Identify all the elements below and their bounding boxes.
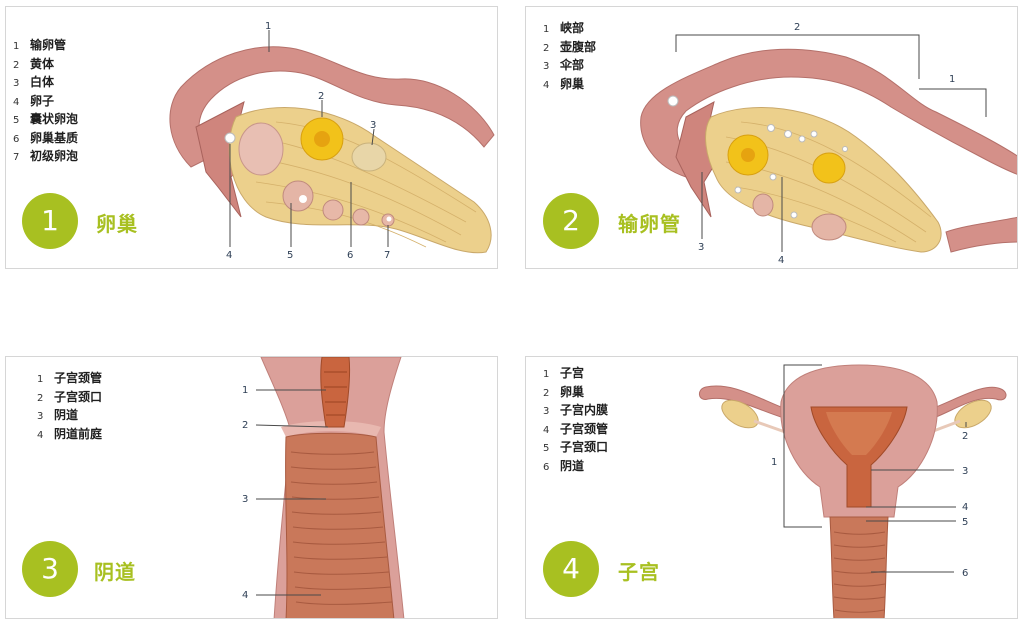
callout-2: 2 xyxy=(242,420,248,431)
callout-2: 2 xyxy=(962,431,968,442)
fallopian-tube-illustration: 2 1 3 4 xyxy=(640,22,1017,266)
uterus-illustration: 1 2 3 4 5 6 xyxy=(699,364,1007,618)
callout-4: 4 xyxy=(962,502,968,513)
callout-5: 5 xyxy=(962,517,968,528)
callout-6: 6 xyxy=(347,250,353,261)
callout-4: 4 xyxy=(778,255,784,266)
callout-2: 2 xyxy=(794,22,800,33)
callout-3: 3 xyxy=(698,242,704,253)
callout-3: 3 xyxy=(962,466,968,477)
callout-4: 4 xyxy=(226,250,232,261)
panel-title: 输卵管 xyxy=(618,212,681,236)
badge-number: 3 xyxy=(22,541,78,597)
callout-1: 1 xyxy=(242,385,248,396)
badge-number: 1 xyxy=(22,193,78,249)
panel-title: 卵巢 xyxy=(96,212,138,236)
callout-7: 7 xyxy=(384,250,390,261)
callout-1: 1 xyxy=(265,21,271,32)
callout-5: 5 xyxy=(287,250,293,261)
callout-6: 6 xyxy=(962,568,968,579)
badge-number: 2 xyxy=(543,193,599,249)
panel-title: 子宫 xyxy=(618,560,660,584)
panel-title: 阴道 xyxy=(94,560,136,584)
badge-number: 4 xyxy=(543,541,599,597)
ovary-illustration: 1 2 3 4 5 6 7 xyxy=(169,21,495,261)
vagina-illustration: 1 2 3 4 xyxy=(242,357,405,618)
callout-4: 4 xyxy=(242,590,248,601)
callout-3: 3 xyxy=(242,494,248,505)
callout-3: 3 xyxy=(370,120,376,131)
callout-2: 2 xyxy=(318,91,324,102)
callout-1: 1 xyxy=(949,74,955,85)
callout-1: 1 xyxy=(771,457,777,468)
